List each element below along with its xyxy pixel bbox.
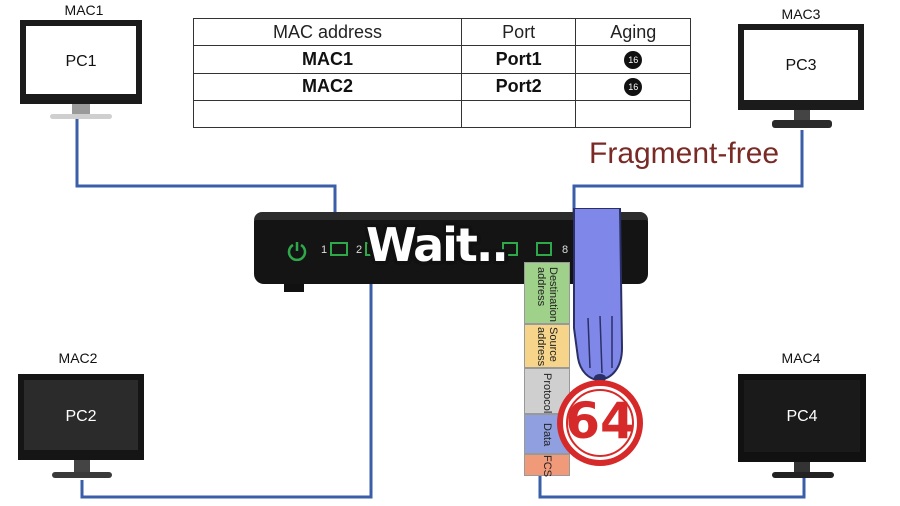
host-pc4: MAC4 PC4 — [738, 350, 868, 485]
table-header-row: MAC address Port Aging — [193, 17, 691, 47]
wait-overlay-text: Wait.. — [366, 218, 509, 272]
table-cell-port: Port2 — [460, 72, 577, 101]
pc-label: PC3 — [785, 57, 817, 74]
mac-label: MAC1 — [64, 2, 104, 18]
host-pc1: MAC1 PC1 — [20, 2, 148, 127]
table-header-mac: MAC address — [193, 17, 462, 47]
monitor-base — [50, 114, 112, 119]
port-number: 1 — [321, 244, 328, 256]
mac-label: MAC3 — [781, 6, 821, 22]
frame-field-source: Source address — [524, 324, 570, 368]
frame-field-destination: Destination address — [524, 262, 570, 324]
table-row-empty — [193, 99, 691, 129]
cable-pc4 — [538, 475, 806, 499]
table-cell-mac: MAC2 — [193, 72, 462, 101]
monitor-base — [772, 472, 834, 478]
byte-count-badge: 64 — [555, 378, 645, 468]
table-cell-port: Port1 — [460, 45, 577, 74]
aging-timer-icon: 16 — [624, 78, 643, 97]
switching-mode-label: Fragment-free — [589, 137, 780, 170]
hand-icon — [573, 208, 624, 382]
port-2 — [365, 242, 383, 256]
pc-label: PC1 — [65, 53, 97, 70]
power-icon — [287, 242, 307, 262]
host-pc2: MAC2 PC2 — [18, 350, 148, 485]
table-cell-aging: 16 — [575, 72, 691, 101]
port-6 — [502, 242, 518, 256]
monitor-base — [52, 472, 112, 478]
monitor-stand — [794, 110, 810, 120]
byte-count: 64 — [565, 392, 635, 450]
mac-label: MAC2 — [58, 350, 98, 366]
table-row: MAC2 Port2 16 — [193, 72, 691, 101]
pc-label: PC4 — [786, 408, 818, 425]
port-number: 8 — [562, 244, 569, 256]
cable-pc2 — [80, 262, 373, 499]
monitor-stand — [74, 460, 90, 472]
monitor-stand — [72, 104, 90, 114]
switch-foot — [284, 284, 304, 292]
mac-address-table: MAC address Port Aging MAC1 Port1 16 MAC… — [193, 17, 691, 129]
port-number: 2 — [356, 244, 363, 256]
monitor-base — [772, 120, 832, 128]
monitor-screen: PC1 — [20, 20, 142, 104]
aging-timer-icon: 16 — [624, 51, 643, 70]
table-cell-mac: MAC1 — [193, 45, 462, 74]
table-cell-aging: 16 — [575, 45, 691, 74]
table-row: MAC1 Port1 16 — [193, 45, 691, 74]
frame-field-fcs: FCS — [524, 454, 570, 477]
table-header-aging: Aging — [575, 17, 691, 47]
monitor-screen: PC2 — [18, 374, 144, 460]
host-pc3: MAC3 PC3 — [738, 6, 868, 134]
port-1 — [330, 242, 348, 256]
mac-label: MAC4 — [781, 350, 821, 366]
frame-field-protocol: Protocol — [524, 368, 570, 414]
port-7 — [536, 242, 552, 256]
table-header-port: Port — [460, 17, 577, 47]
monitor-screen: PC4 — [738, 374, 866, 462]
monitor-screen: PC3 — [738, 24, 864, 110]
badge-circle-icon — [557, 380, 643, 466]
monitor-stand — [794, 462, 810, 472]
pc-label: PC2 — [65, 408, 97, 425]
